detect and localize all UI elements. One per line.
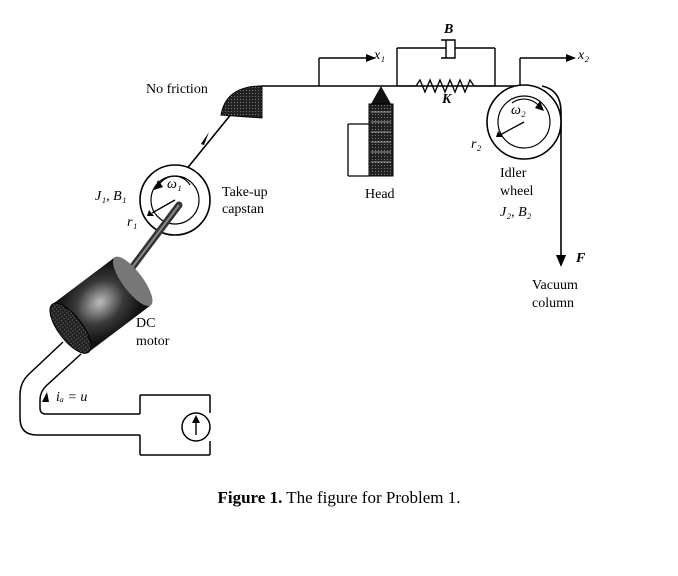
no-friction-label: No friction bbox=[146, 82, 208, 97]
force-F-arrow bbox=[556, 255, 566, 267]
r1-label: r₁ bbox=[127, 215, 138, 230]
tape-head bbox=[347, 86, 394, 177]
J1-B1-label: J₁, B₁ bbox=[95, 189, 127, 204]
current-arrow bbox=[42, 392, 49, 402]
damper-B bbox=[396, 39, 496, 86]
dc-motor-label-line2: motor bbox=[136, 334, 170, 349]
force-F-label: F bbox=[576, 251, 586, 266]
J2-B2-label: J₂, B₂ bbox=[500, 205, 532, 220]
current-source bbox=[181, 412, 211, 442]
idler-wheel-label-line2: wheel bbox=[500, 184, 534, 199]
head-label: Head bbox=[365, 187, 395, 202]
vacuum-column-label-line1: Vacuum bbox=[532, 278, 578, 293]
omega1-label: ω₁ bbox=[167, 177, 182, 192]
damper-B-label: B bbox=[444, 22, 454, 37]
dc-motor-label-line1: DC bbox=[136, 316, 156, 331]
spring-K bbox=[397, 78, 495, 94]
current-source-wiring bbox=[19, 341, 211, 456]
friction-guide bbox=[220, 85, 263, 119]
r2-label: r₂ bbox=[471, 137, 482, 152]
x2-marker bbox=[519, 57, 566, 86]
figure-caption-number: Figure 1. bbox=[217, 488, 283, 507]
vacuum-column-label-line2: column bbox=[532, 296, 574, 311]
dc-motor bbox=[49, 256, 153, 354]
idler-wheel bbox=[486, 84, 562, 160]
armature-current-label: iₐ = u bbox=[56, 390, 88, 405]
spring-K-label: K bbox=[442, 92, 452, 107]
idler-wheel-label-line1: Idler bbox=[500, 166, 527, 181]
x1-marker bbox=[318, 57, 366, 86]
take-up-capstan bbox=[139, 164, 211, 236]
figure-caption-text: The figure for Problem 1. bbox=[282, 488, 461, 507]
take-up-capstan-label-line2: capstan bbox=[222, 202, 264, 217]
x2-label: x₂ bbox=[578, 48, 590, 63]
take-up-capstan-label-line1: Take-up bbox=[222, 185, 268, 200]
figure-caption: Figure 1. The figure for Problem 1. bbox=[0, 488, 678, 508]
tape-direction-arrow bbox=[201, 132, 209, 145]
omega2-label: ω₂ bbox=[511, 103, 526, 118]
x1-label: x₁ bbox=[374, 48, 386, 63]
